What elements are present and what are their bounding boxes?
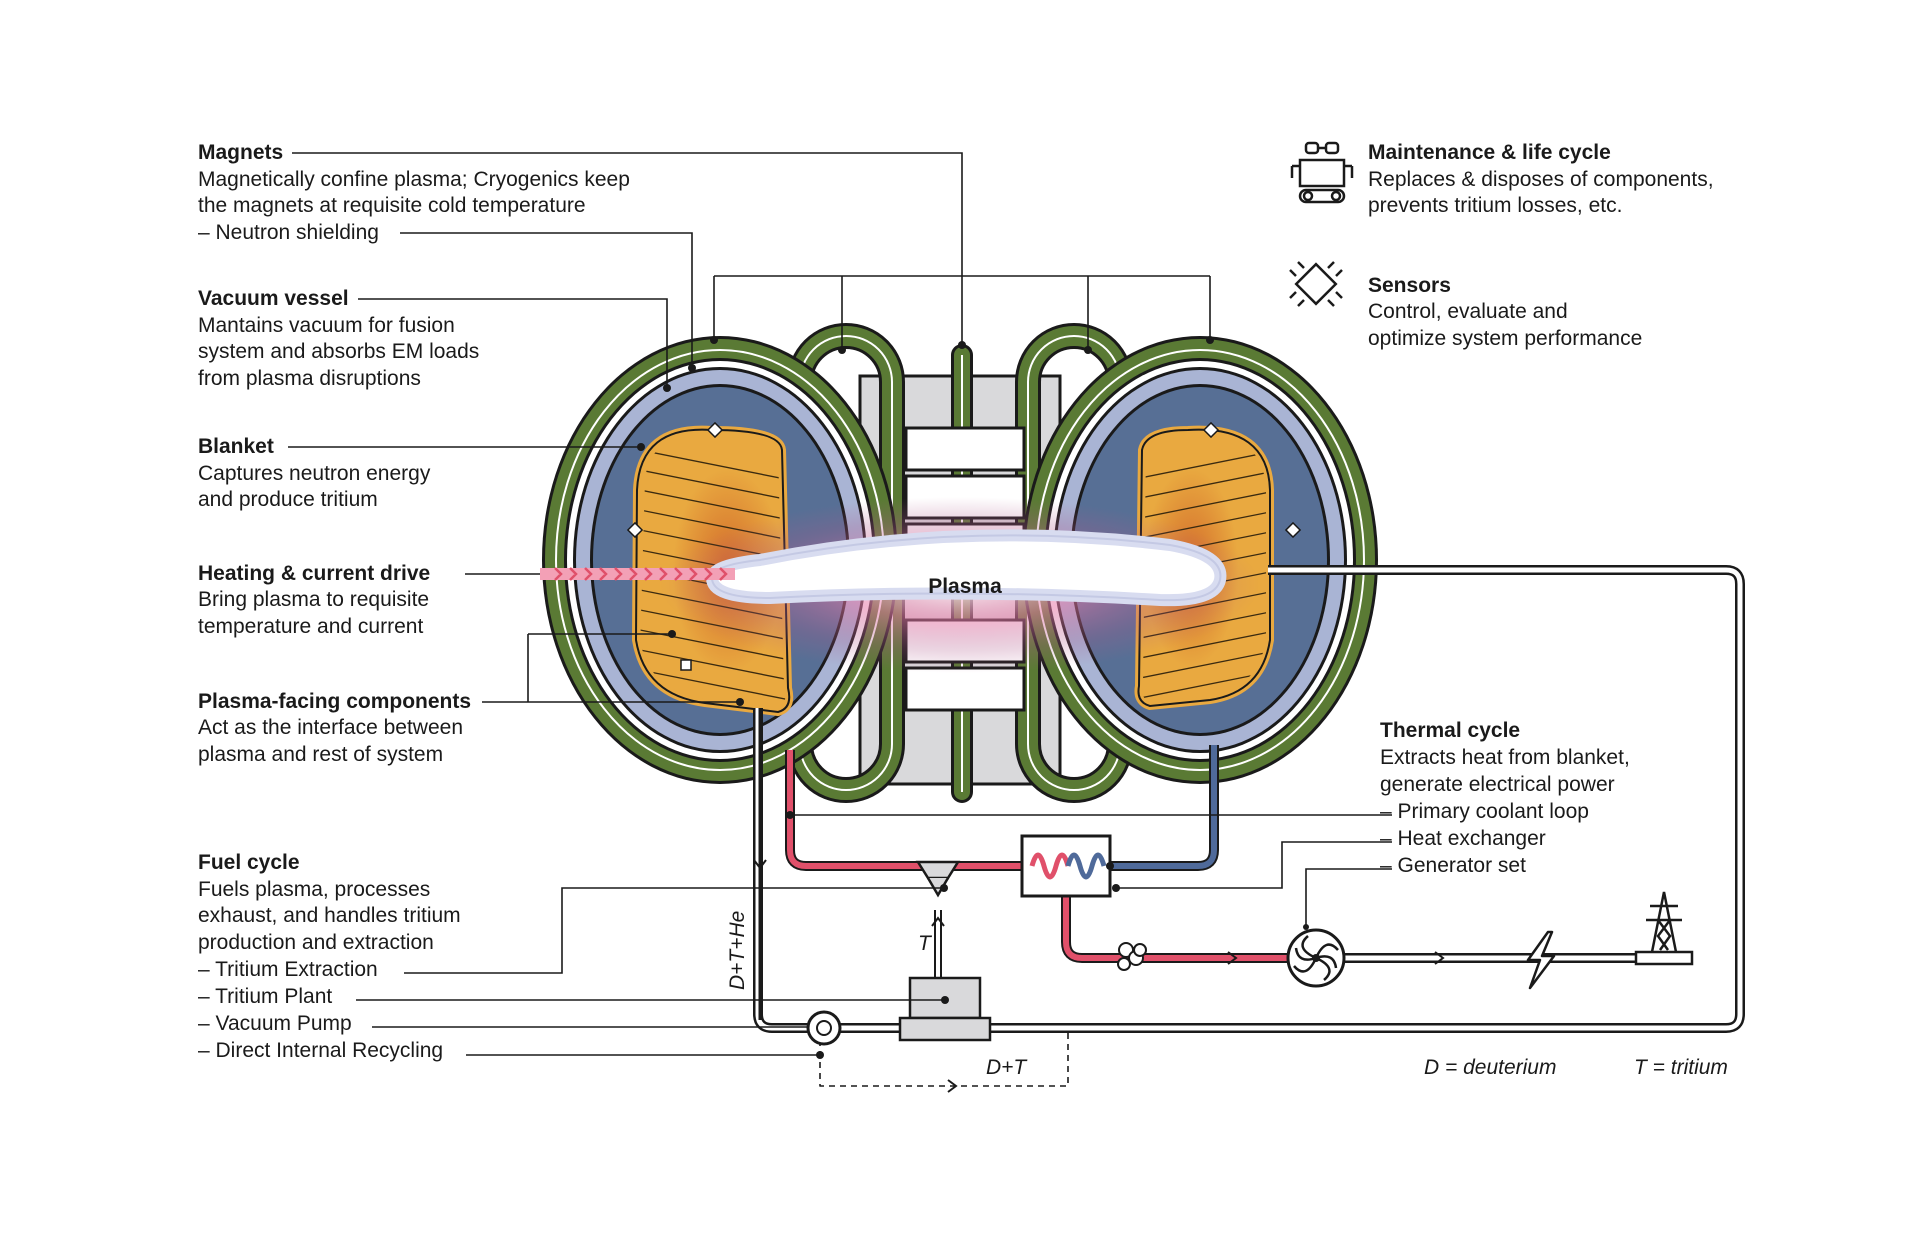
sensors-title: Sensors [1368, 274, 1451, 297]
maintenance-line-2: prevents tritium losses, etc. [1368, 194, 1622, 217]
blanket-line-1: Captures neutron energy [198, 462, 431, 485]
maintenance-line-1: Replaces & disposes of components, [1368, 168, 1714, 191]
thermal-line-1: Extracts heat from blanket, [1380, 746, 1630, 769]
vacuum-vessel-line-1: Mantains vacuum for fusion [198, 314, 455, 337]
label-pfc: Plasma-facing components Act as the inte… [198, 690, 471, 766]
flow-label-dthe: D+T+He [726, 911, 749, 990]
fuel-cycle-line-4: – Tritium Extraction [198, 958, 378, 981]
pylon-icon [1634, 891, 1694, 966]
legend-deuterium: D = deuterium [1424, 1056, 1556, 1079]
lightning-icon [1526, 930, 1556, 990]
vacuum-vessel-line-3: from plasma disruptions [198, 367, 421, 390]
maintenance-title: Maintenance & life cycle [1368, 141, 1611, 164]
fuel-cycle-line-5: – Tritium Plant [198, 985, 332, 1008]
fuel-cycle-line-7: – Direct Internal Recycling [198, 1039, 443, 1062]
magnets-title: Magnets [198, 141, 283, 164]
flow-label-t: T [918, 932, 933, 955]
heating-beam [540, 567, 735, 581]
turbine-icon [1286, 924, 1346, 988]
blanket-title: Blanket [198, 435, 274, 458]
leader-lines [288, 152, 1392, 1059]
label-magnets: Magnets Magnetically confine plasma; Cry… [198, 141, 630, 244]
thermal-line-2: generate electrical power [1380, 773, 1615, 796]
sensors-line-1: Control, evaluate and [1368, 300, 1568, 323]
robot-icon [1290, 141, 1354, 204]
steam-icon [1117, 942, 1147, 971]
vacuum-vessel-title: Vacuum vessel [198, 287, 349, 310]
pfc-line-2: plasma and rest of system [198, 743, 443, 766]
fuel-cycle-title: Fuel cycle [198, 851, 300, 874]
fuel-cycle-line-1: Fuels plasma, processes [198, 878, 430, 901]
flow-label-dt: D+T [986, 1056, 1028, 1079]
plasma-label: Plasma [928, 575, 1002, 598]
plasma: Plasma [705, 529, 1227, 607]
fuel-cycle-line-3: production and extraction [198, 931, 434, 954]
thermal-line-3: – Primary coolant loop [1380, 800, 1589, 823]
label-vacuum-vessel: Vacuum vessel Mantains vacuum for fusion… [198, 287, 479, 390]
pfc-title: Plasma-facing components [198, 690, 471, 713]
heat-exchanger [1020, 834, 1120, 898]
tritium-plant [898, 976, 992, 1042]
flow-arrows [753, 859, 1445, 1093]
tritium-extraction [915, 860, 961, 898]
sensor-chip-icon [1289, 261, 1343, 307]
label-heating: Heating & current drive Bring plasma to … [198, 562, 430, 638]
vacuum-vessel-line-2: system and absorbs EM loads [198, 340, 479, 363]
pfc-line-1: Act as the interface between [198, 716, 463, 739]
label-sensors: Sensors Control, evaluate and optimize s… [1368, 274, 1642, 350]
fuel-cycle-line-2: exhaust, and handles tritium [198, 904, 461, 927]
label-fuel-cycle: Fuel cycle Fuels plasma, processes exhau… [198, 851, 461, 1062]
heating-line-2: temperature and current [198, 615, 423, 638]
piping [753, 565, 1745, 1087]
label-blanket: Blanket Captures neutron energy and prod… [198, 435, 431, 511]
label-thermal: Thermal cycle Extracts heat from blanket… [1380, 719, 1630, 877]
reactor: Plasma [540, 323, 1378, 803]
fuel-cycle-line-6: – Vacuum Pump [198, 1012, 352, 1035]
vacuum-pump [806, 1010, 842, 1046]
thermal-line-5: – Generator set [1380, 854, 1526, 877]
blanket-line-2: and produce tritium [198, 488, 378, 511]
legend-tritium: T = tritium [1634, 1056, 1728, 1079]
heating-line-1: Bring plasma to requisite [198, 588, 429, 611]
thermal-title: Thermal cycle [1380, 719, 1520, 742]
label-maintenance: Maintenance & life cycle Replaces & disp… [1368, 141, 1714, 217]
sensors-line-2: optimize system performance [1368, 327, 1642, 350]
sensor-markers [626, 421, 1302, 671]
heating-title: Heating & current drive [198, 562, 430, 585]
magnets-line-2: the magnets at requisite cold temperatur… [198, 194, 586, 217]
magnets-line-3: – Neutron shielding [198, 221, 379, 244]
thermal-line-4: – Heat exchanger [1380, 827, 1546, 850]
magnets-line-1: Magnetically confine plasma; Cryogenics … [198, 168, 630, 191]
